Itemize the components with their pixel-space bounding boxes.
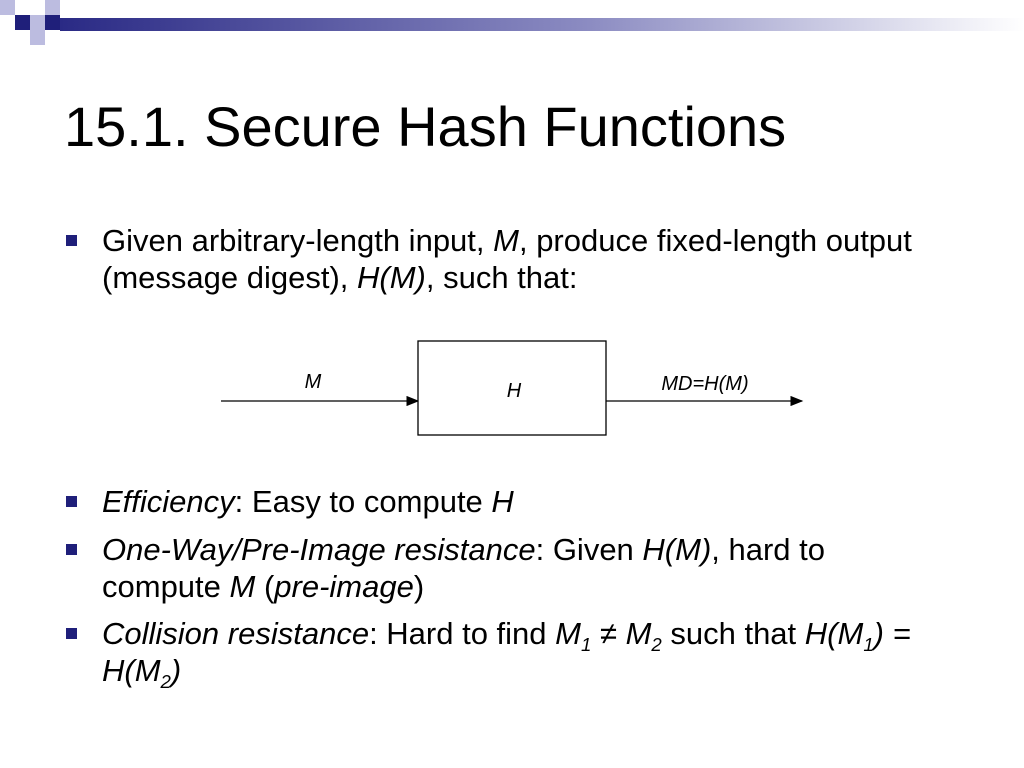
bullet-text-part: ( — [255, 569, 275, 605]
bullet-term: One-Way/Pre-Image resistance — [102, 532, 536, 567]
bullet-text-part: Given arbitrary-length input, — [102, 223, 494, 258]
math-subscript: 2 — [651, 633, 662, 655]
math-subscript: 1 — [863, 633, 874, 655]
bullet-text: Efficiency: Easy to compute H — [102, 483, 946, 520]
hash-box-label: H — [507, 380, 522, 402]
bullet-term: Efficiency — [102, 484, 235, 519]
header-square — [45, 15, 60, 30]
header-decoration — [0, 0, 1024, 45]
bullet-text: One-Way/Pre-Image resistance: Given H(M)… — [102, 531, 946, 605]
bullet-preimage-resistance: One-Way/Pre-Image resistance: Given H(M)… — [66, 531, 946, 605]
header-square — [15, 15, 30, 30]
hash-function-box — [417, 340, 607, 436]
bullet-text-part: : Hard to find — [369, 616, 556, 651]
bullet-marker-icon — [66, 496, 77, 507]
bullet-marker-icon — [66, 544, 77, 555]
bullet-text-italic: M — [229, 569, 256, 605]
bullet-text: Given arbitrary-length input, M, produce… — [102, 222, 946, 296]
math-expression: H(M — [804, 616, 864, 651]
bullet-text-italic: H(M) — [642, 532, 712, 567]
bullet-text-part: ) — [413, 569, 425, 605]
bullet-text-part: , such that: — [425, 260, 578, 296]
output-label: MD=H(M) — [661, 373, 748, 395]
input-label: M — [305, 371, 322, 393]
math-operator: ≠ — [591, 616, 626, 651]
bullet-marker-icon — [66, 235, 77, 246]
header-gradient-bar — [60, 18, 1024, 31]
math-subscript: 1 — [580, 633, 592, 655]
header-square — [0, 0, 15, 15]
bullet-term: Collision resistance — [102, 616, 370, 651]
hash-diagram: M H MD=H(M) — [221, 340, 804, 436]
bullet-collision-resistance: Collision resistance: Hard to find M1 ≠ … — [66, 615, 946, 692]
header-square — [30, 15, 45, 30]
bullet-efficiency: Efficiency: Easy to compute H — [66, 483, 946, 520]
header-square — [45, 0, 60, 15]
slide-title: 15.1. Secure Hash Functions — [64, 95, 787, 158]
bullet-text-italic: M — [493, 223, 519, 258]
bullet-text-italic: H — [491, 484, 514, 519]
math-expression: ) — [170, 653, 182, 689]
bullet-definition: Given arbitrary-length input, M, produce… — [66, 222, 946, 296]
bullet-text-part: , produce fixed-length output (message d… — [102, 223, 912, 296]
bullet-text-part: such that — [661, 616, 805, 651]
math-symbol: M — [625, 616, 652, 651]
bullet-text: Collision resistance: Hard to find M1 ≠ … — [102, 615, 946, 692]
bullet-text-part: : Easy to compute — [234, 484, 492, 519]
bullet-text-italic: pre-image — [274, 569, 414, 605]
math-expression: ) = H(M — [102, 616, 911, 689]
bullet-text-part: , hard to compute — [102, 532, 826, 605]
header-square — [30, 30, 45, 45]
bullet-text-part: : Given — [535, 532, 643, 567]
math-symbol: M — [555, 616, 581, 651]
bullet-marker-icon — [66, 628, 77, 639]
bullet-text-italic: H(M) — [357, 260, 426, 296]
math-subscript: 2 — [160, 670, 171, 692]
